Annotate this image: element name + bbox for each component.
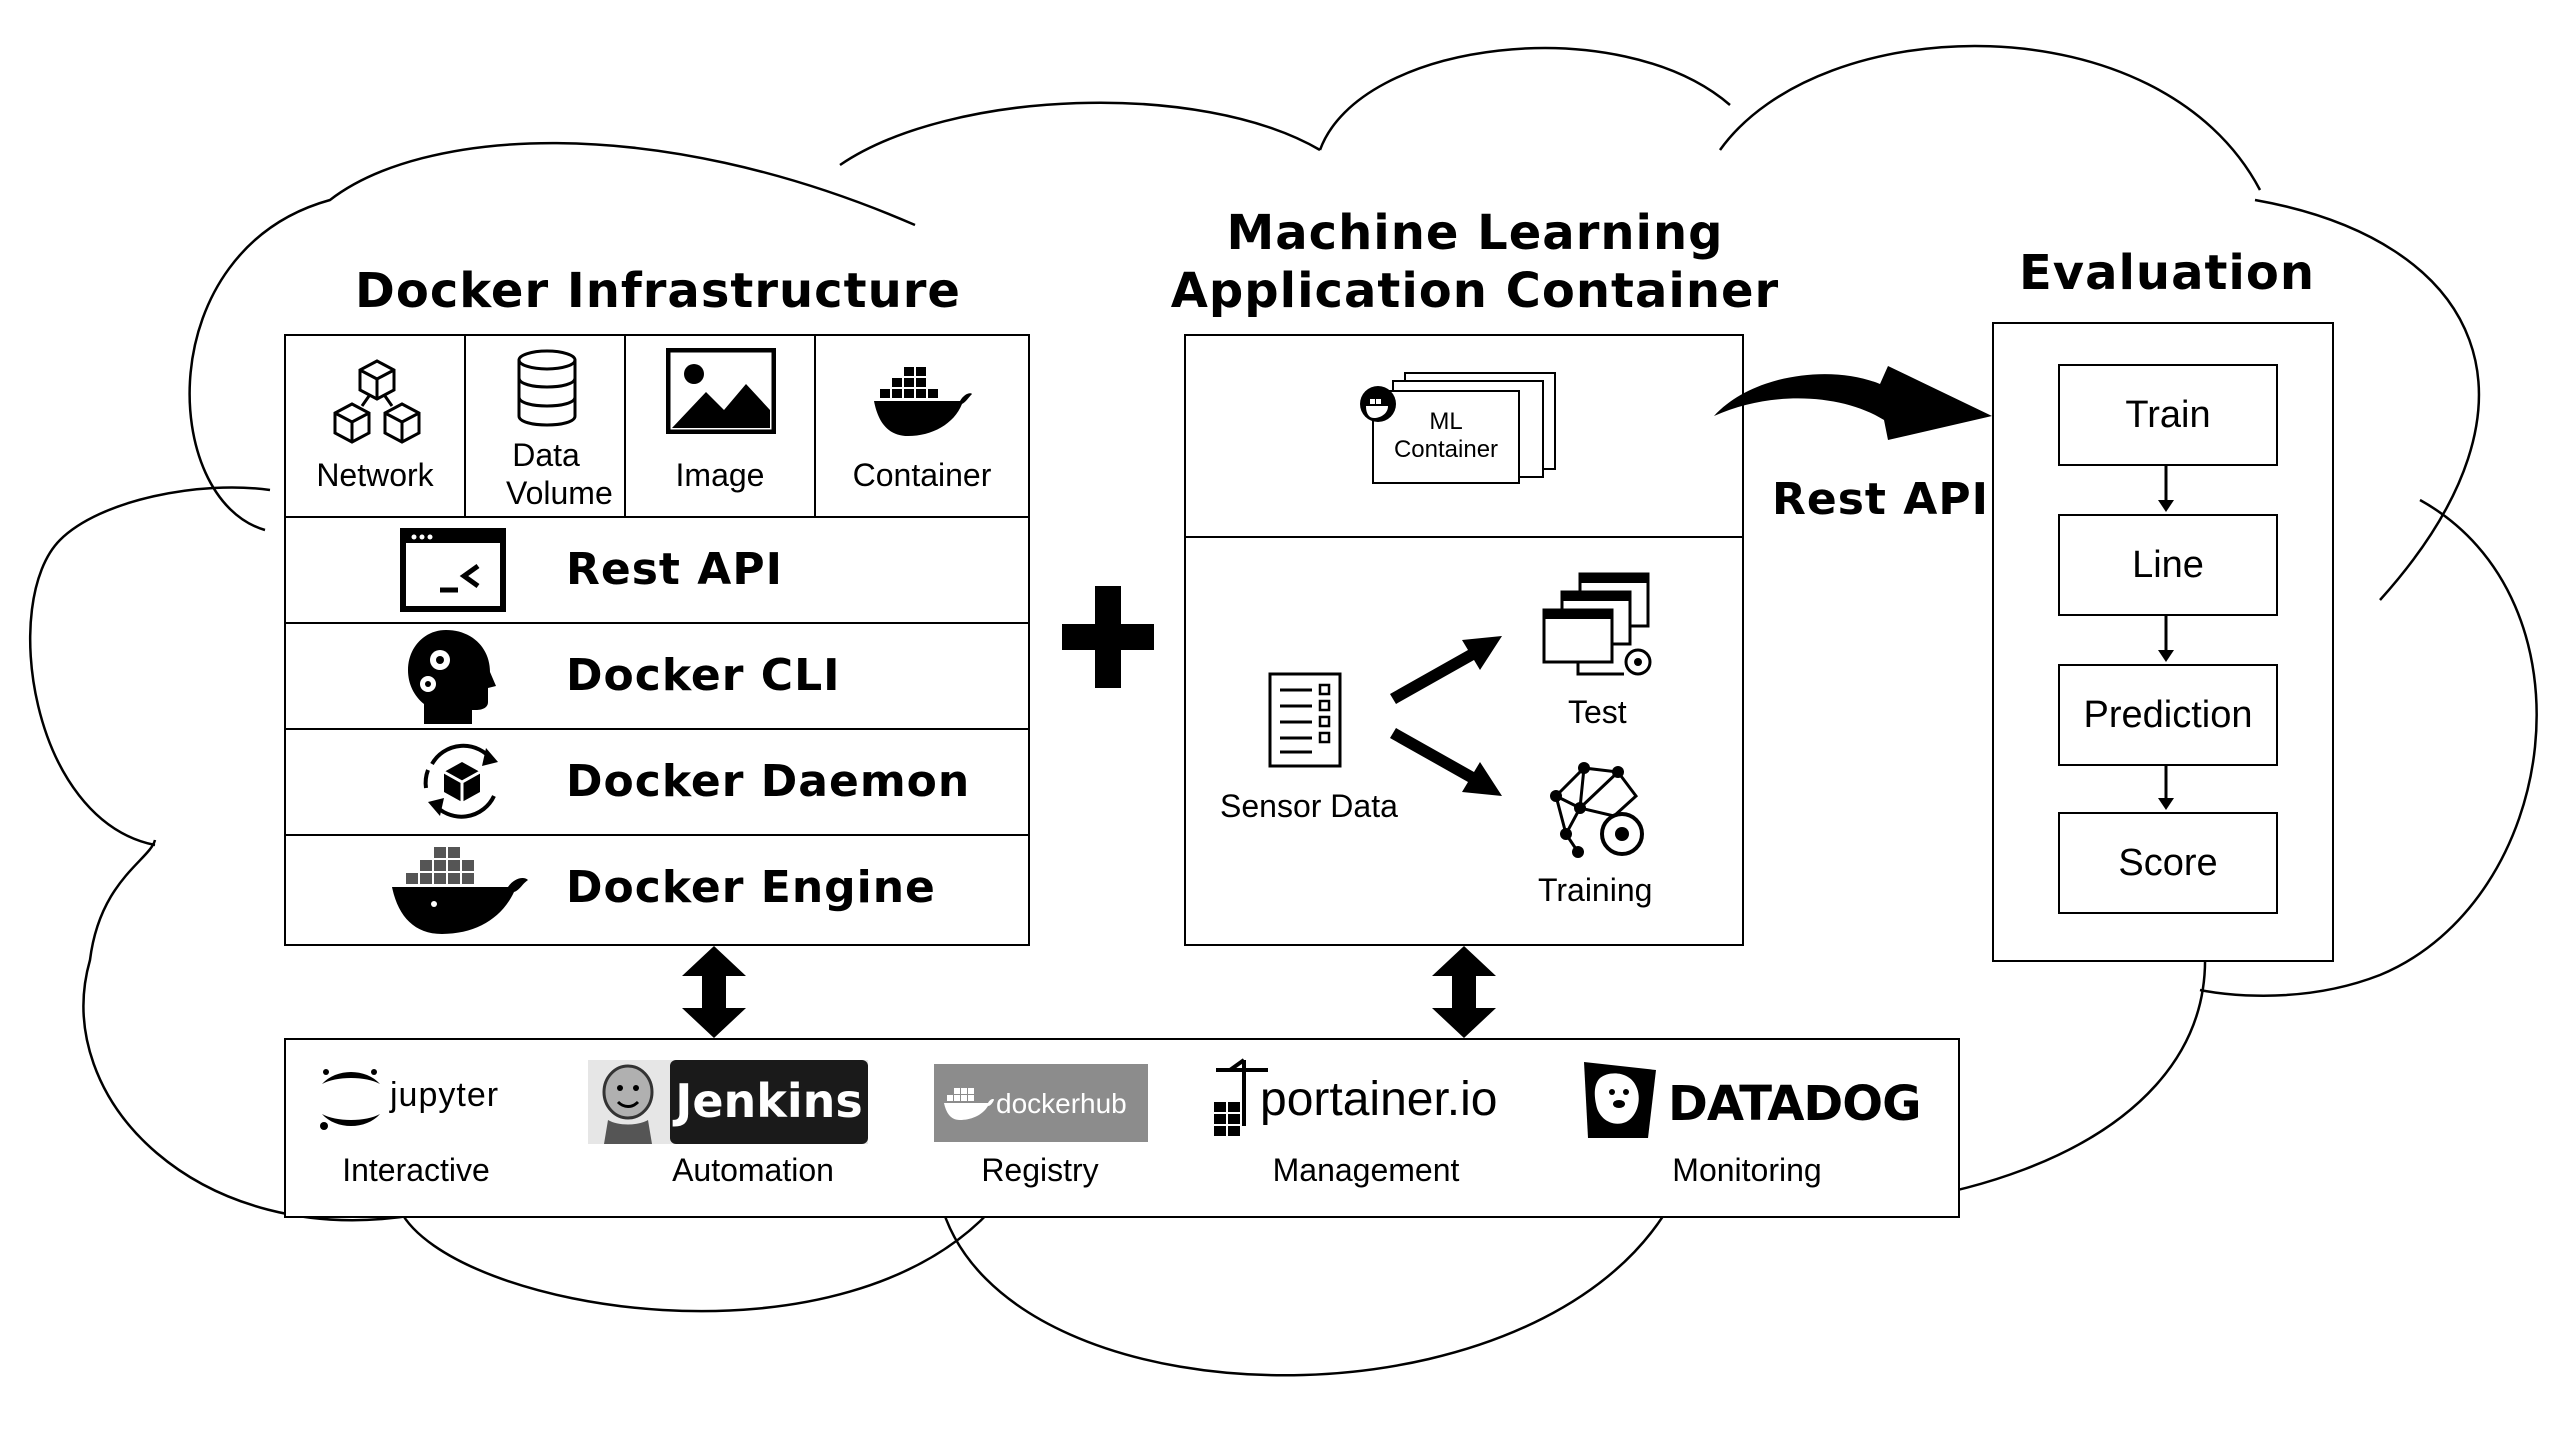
docker-infrastructure-title: Docker Infrastructure — [355, 263, 961, 319]
cycle-package-icon — [423, 743, 498, 819]
ml-title-line1: Machine Learning — [1226, 205, 1724, 261]
resource-label: Network — [316, 457, 434, 493]
ml-title-line2: Application Container — [1170, 263, 1780, 319]
rest-api-connector-label: Rest API — [1772, 474, 1989, 525]
sensor-list-icon — [1268, 672, 1342, 768]
ml-container-top: ML Container — [1186, 336, 1742, 538]
tool-label-management: Management — [1272, 1152, 1460, 1188]
tool-label-monitoring: Monitoring — [1672, 1152, 1822, 1188]
arrow-to-training-icon — [1390, 728, 1502, 796]
ml-container-panel: ML Container Sensor Data — [1184, 334, 1744, 946]
tools-bar: jupyter Interactive Jenkins Automation d… — [284, 1038, 1960, 1218]
jenkins-butler-icon — [602, 1064, 654, 1144]
tool-dockerhub: dockerhub — [934, 1064, 1148, 1142]
resource-network: Network — [286, 336, 466, 516]
layer-docker-daemon: Docker Daemon — [286, 728, 1030, 834]
jenkins-logo-text: Jenkins — [675, 1074, 863, 1128]
tool-jupyter: jupyter — [316, 1064, 516, 1134]
bidirectional-arrow-left — [682, 946, 746, 1038]
eval-flow-arrows — [2158, 466, 2174, 810]
test-windows-icon — [1542, 572, 1652, 676]
tool-portainer: portainer.io — [1210, 1056, 1520, 1146]
head-gears-icon — [408, 630, 496, 724]
plus-icon — [1062, 586, 1154, 688]
docker-infrastructure-panel: Network Data Volume Image — [284, 334, 1030, 946]
eval-step-train: Train — [2058, 364, 2278, 466]
jupyter-logo-text: jupyter — [390, 1076, 500, 1114]
portainer-logo-text: portainer.io — [1260, 1073, 1498, 1126]
terminal-icon — [400, 528, 506, 612]
dockerhub-whale-icon — [944, 1088, 994, 1120]
layer-label: Rest API — [566, 544, 783, 595]
tool-datadog: DATADOG — [1580, 1058, 1921, 1146]
ml-container-title: Machine Learning Application Container — [1160, 204, 1790, 320]
network-cubes-icon — [333, 359, 421, 444]
evaluation-title: Evaluation — [2018, 245, 2316, 301]
docker-badge-icon — [1360, 386, 1396, 422]
dockerhub-logo-text: dockerhub — [996, 1088, 1127, 1119]
tool-jenkins: Jenkins — [588, 1060, 868, 1144]
resource-label: Container — [852, 457, 992, 493]
eval-step-score: Score — [2058, 812, 2278, 914]
image-icon — [666, 348, 776, 434]
layer-docker-cli: Docker CLI — [286, 622, 1030, 728]
tool-label-automation: Automation — [672, 1152, 834, 1188]
datadog-logo-text: DATADOG — [1668, 1076, 1921, 1132]
evaluation-panel: Train Line Prediction Score — [1992, 322, 2334, 962]
jenkins-logo-box: Jenkins — [670, 1060, 868, 1144]
layer-label: Docker CLI — [566, 650, 841, 701]
arrow-to-test-icon — [1390, 636, 1502, 704]
portainer-crane-icon — [1214, 1058, 1268, 1136]
tool-label-interactive: Interactive — [342, 1152, 490, 1188]
resource-label: Image — [675, 457, 765, 493]
docker-whale-icon — [392, 847, 528, 934]
resource-label: Data Volume — [506, 437, 613, 511]
datadog-dog-icon — [1584, 1062, 1656, 1138]
docker-whale-icon — [874, 367, 972, 436]
curved-arrow-icon — [1714, 366, 1992, 440]
layer-label: Docker Engine — [566, 862, 936, 913]
tool-label-registry: Registry — [981, 1152, 1099, 1188]
jupyter-logo-icon — [320, 1069, 380, 1130]
test-label: Test — [1568, 694, 1627, 730]
ml-card-line2: Container — [1393, 436, 1499, 463]
training-network-icon — [1550, 762, 1644, 858]
resource-container: Container — [816, 336, 1028, 516]
resource-image: Image — [626, 336, 816, 516]
eval-step-line: Line — [2058, 514, 2278, 616]
layer-rest-api: Rest API — [286, 516, 1030, 622]
ml-card-line1: ML — [1429, 408, 1463, 435]
training-label: Training — [1538, 872, 1653, 908]
ml-container-card: ML Container — [1372, 390, 1520, 484]
resource-data-volume: Data Volume — [466, 336, 626, 516]
eval-step-prediction: Prediction — [2058, 664, 2278, 766]
bidirectional-arrow-right — [1432, 946, 1496, 1038]
layer-label: Docker Daemon — [566, 756, 971, 807]
database-icon — [517, 349, 577, 427]
layer-docker-engine: Docker Engine — [286, 834, 1030, 944]
sensor-data-label: Sensor Data — [1220, 788, 1398, 824]
